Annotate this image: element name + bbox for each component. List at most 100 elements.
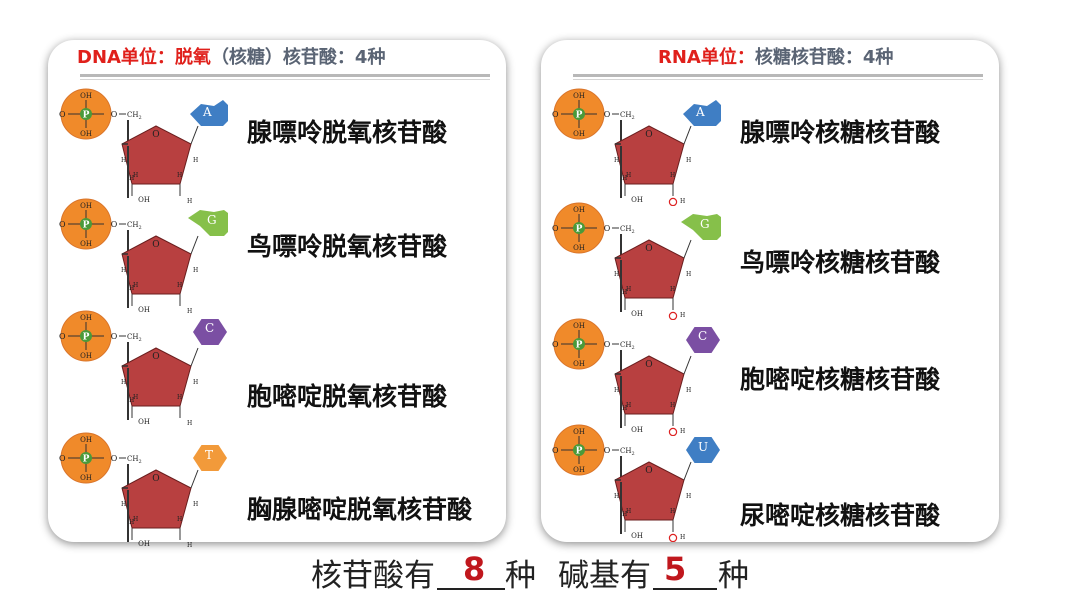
svg-text:H: H xyxy=(680,312,685,319)
svg-text:H: H xyxy=(680,534,685,541)
svg-text:H: H xyxy=(626,172,631,179)
blank-line-2 xyxy=(653,588,717,590)
svg-text:H: H xyxy=(622,511,627,518)
svg-text:H: H xyxy=(614,387,619,394)
summary-text-bases: 碱基有 xyxy=(558,558,651,594)
nitrogenous-base xyxy=(683,100,721,126)
svg-text:H: H xyxy=(177,172,182,179)
svg-text:O: O xyxy=(152,352,159,362)
svg-text:H: H xyxy=(622,289,627,296)
sugar-ring xyxy=(614,125,685,185)
svg-text:H: H xyxy=(177,282,182,289)
svg-text:OH: OH xyxy=(573,206,585,214)
svg-text:H: H xyxy=(187,542,192,549)
svg-text:OH: OH xyxy=(573,130,585,138)
summary-text-kind-1: 种 xyxy=(505,558,536,594)
svg-text:OH: OH xyxy=(631,426,643,434)
svg-text:H: H xyxy=(193,267,198,274)
rna-panel-title: RNA单位：核糖核苷酸：4种 xyxy=(658,43,893,69)
svg-text:P: P xyxy=(576,111,583,121)
svg-text:O: O xyxy=(604,110,611,119)
svg-text:H: H xyxy=(622,175,627,182)
svg-text:O: O xyxy=(152,130,159,140)
nitrogenous-base xyxy=(190,100,228,126)
svg-text:H: H xyxy=(177,394,182,401)
svg-text:CH2: CH2 xyxy=(620,341,635,351)
sugar-ring xyxy=(614,239,685,299)
svg-text:H: H xyxy=(133,516,138,523)
svg-text:O: O xyxy=(152,240,159,250)
nitrogenous-base xyxy=(686,327,720,353)
sugar-ring xyxy=(121,125,192,185)
svg-text:OH: OH xyxy=(138,418,150,426)
sugar-ring xyxy=(614,355,685,415)
svg-text:OH: OH xyxy=(573,428,585,436)
svg-text:O: O xyxy=(59,110,66,119)
svg-text:OH: OH xyxy=(80,92,92,100)
svg-text:H: H xyxy=(670,286,675,293)
svg-text:OH: OH xyxy=(138,540,150,548)
svg-text:O: O xyxy=(645,130,652,140)
svg-text:O: O xyxy=(552,340,559,349)
rna-title-divider xyxy=(573,74,983,80)
dna-panel-title: DNA单位：脱氧（核糖）核苷酸：4种 xyxy=(77,43,385,69)
nitrogenous-base xyxy=(681,214,721,240)
nitrogenous-base xyxy=(188,210,228,236)
base-letter-u: U xyxy=(698,440,709,454)
rna-title-rest: 核糖核苷酸：4种 xyxy=(754,47,894,68)
summary-line: 核苷酸有 8 种 碱基有 5 种 xyxy=(0,550,1080,600)
svg-text:H: H xyxy=(686,493,691,500)
svg-text:H: H xyxy=(133,282,138,289)
svg-text:OH: OH xyxy=(80,436,92,444)
svg-text:H: H xyxy=(686,157,691,164)
svg-text:O: O xyxy=(111,332,118,341)
svg-text:H: H xyxy=(670,172,675,179)
rna-nucleotide-name-u: 尿嘧啶核糖核苷酸 xyxy=(740,501,941,530)
dna-nucleotide-name-c: 胞嘧啶脱氧核苷酸 xyxy=(247,382,448,411)
answer-nucleotide-count: 8 xyxy=(463,550,486,588)
svg-text:OH: OH xyxy=(573,360,585,368)
svg-text:OH: OH xyxy=(138,306,150,314)
svg-text:H: H xyxy=(187,420,192,427)
sugar-ring xyxy=(121,469,192,529)
svg-text:H: H xyxy=(686,271,691,278)
svg-text:P: P xyxy=(576,225,583,235)
base-letter-a: A xyxy=(696,105,705,119)
base-letter-c: C xyxy=(205,321,215,335)
svg-text:O: O xyxy=(645,466,652,476)
base-letter-t: T xyxy=(205,448,214,462)
svg-text:H: H xyxy=(133,172,138,179)
svg-text:H: H xyxy=(177,516,182,523)
svg-text:H: H xyxy=(129,519,134,526)
svg-text:OH: OH xyxy=(138,196,150,204)
svg-text:H: H xyxy=(193,501,198,508)
svg-text:H: H xyxy=(670,402,675,409)
svg-text:P: P xyxy=(83,333,90,343)
svg-text:O: O xyxy=(111,220,118,229)
svg-text:CH2: CH2 xyxy=(620,111,635,121)
blank-line-1 xyxy=(437,588,505,590)
svg-text:OH: OH xyxy=(80,352,92,360)
dna-title-label: DNA单位： xyxy=(77,47,175,68)
answer-base-count: 5 xyxy=(664,550,687,588)
svg-text:O: O xyxy=(552,446,559,455)
svg-text:H: H xyxy=(680,198,685,205)
svg-text:O: O xyxy=(604,340,611,349)
svg-text:O: O xyxy=(59,332,66,341)
summary-text-kind-2: 种 xyxy=(718,558,749,594)
svg-text:O: O xyxy=(645,360,652,370)
svg-text:O: O xyxy=(59,454,66,463)
svg-text:H: H xyxy=(626,402,631,409)
svg-text:P: P xyxy=(576,341,583,351)
summary-text-nucleotides: 核苷酸有 xyxy=(311,558,435,594)
svg-text:H: H xyxy=(121,501,126,508)
svg-text:OH: OH xyxy=(80,202,92,210)
